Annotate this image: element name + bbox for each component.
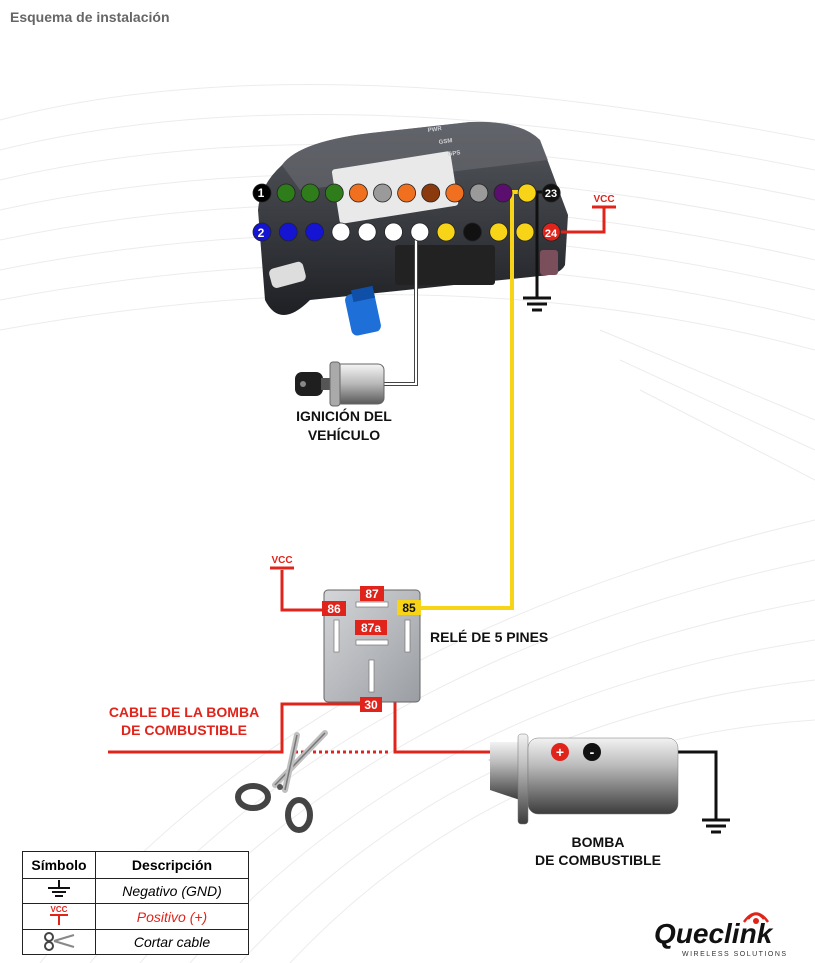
wire-pin-dot: [324, 183, 344, 203]
pin-row-top: [252, 183, 561, 203]
legend-header: Símbolo Descripción: [22, 851, 249, 879]
wire-pin-dot: [469, 183, 489, 203]
pin-23-label: 23: [545, 188, 557, 200]
relay-5-pin: 87 86 85 87a 30: [322, 586, 421, 712]
wire-pin-dot: [305, 222, 325, 242]
legend-header-description: Descripción: [95, 851, 249, 879]
svg-text:VCC: VCC: [51, 905, 68, 914]
page-title: Esquema de instalación: [10, 9, 170, 25]
legend-symbol-cell: VCC: [22, 903, 96, 930]
relay-pin-85: 85: [397, 600, 421, 615]
legend-table: Símbolo Descripción Negativo (GND) VCC P…: [22, 851, 249, 955]
power-connector: [540, 250, 558, 275]
ignition-label-line1: IGNICIÓN DEL: [296, 407, 392, 424]
pin-row-bottom: [252, 222, 561, 242]
wire-pin-dot: [541, 222, 561, 242]
wire-pin-dot: [493, 183, 513, 203]
wire-pin-dot: [462, 222, 482, 242]
wire-pin-dot: [421, 183, 441, 203]
pin-2-label: 2: [258, 226, 265, 240]
legend-row-vcc: VCC Positivo (+): [22, 903, 249, 930]
legend-description-cut: Cortar cable: [95, 929, 249, 955]
relay-pin-87: 87: [360, 586, 384, 601]
legend-description-ground: Negativo (GND): [95, 878, 249, 904]
pump-plus-terminal: +: [556, 744, 564, 760]
fuel-pump: + -: [488, 733, 679, 825]
vcc-symbol-relay: VCC: [270, 555, 294, 570]
svg-text:87a: 87a: [361, 621, 381, 635]
wire-pin-dot: [300, 183, 320, 203]
queclink-logo: Queclink WIRELESS SOLUTIONS: [654, 912, 788, 958]
wire-pin-dot: [278, 222, 298, 242]
indicator-pwr: PWR: [427, 126, 442, 134]
ground-icon: [523, 296, 551, 312]
wire-pin-dot: [436, 222, 456, 242]
wire-pin-dot: [252, 183, 272, 203]
mounting-hole: [269, 261, 306, 288]
legend-description-vcc: Positivo (+): [95, 903, 249, 930]
wire-pin-dot: [276, 183, 296, 203]
ground-icon: [48, 879, 70, 897]
pump-label-line2: DE COMBUSTIBLE: [535, 852, 661, 868]
legend-row-ground: Negativo (GND): [22, 878, 249, 904]
svg-text:86: 86: [327, 602, 341, 616]
wire-pin-dot: [541, 183, 561, 203]
legend-symbol-cell: [22, 929, 96, 955]
pump-minus-terminal: -: [590, 744, 595, 760]
brand-tagline: WIRELESS SOLUTIONS: [682, 951, 788, 958]
pin-1-label: 1: [258, 186, 265, 200]
wire-pin-dot: [357, 222, 377, 242]
vcc-relay-label: VCC: [271, 555, 292, 566]
wire-pin-dot: [373, 183, 392, 203]
vcc-top-label: VCC: [593, 194, 614, 205]
vcc-symbol-top: VCC: [592, 194, 616, 209]
relay-pin-30: 30: [360, 697, 382, 712]
signal-icon: [742, 912, 770, 923]
svg-text:85: 85: [402, 601, 416, 615]
svg-text:30: 30: [364, 698, 378, 712]
device-label-sticker: [331, 151, 459, 224]
relay-title: RELÉ DE 5 PINES: [430, 629, 548, 645]
indicator-gsm: GSM: [438, 138, 452, 146]
ground-icon: [702, 818, 730, 834]
vcc-icon: VCC: [50, 905, 68, 925]
blue-connector: [345, 285, 381, 336]
scissors-icon: [44, 931, 75, 951]
indicator-gps: GPS: [447, 150, 460, 158]
wire-pin-dot: [348, 183, 368, 203]
wire-pin-dot: [384, 222, 403, 242]
scissors-icon: [235, 730, 328, 833]
ignition-label-line2: VEHÍCULO: [308, 427, 380, 443]
gps-tracker-device: PWR GSM GPS: [258, 121, 568, 336]
legend-symbol-cell: [22, 878, 96, 904]
wire-pin-dot: [517, 183, 537, 203]
relay-pin-86: 86: [322, 601, 346, 616]
cable-label-line2: DE COMBUSTIBLE: [121, 722, 247, 738]
relay-pin-87a: 87a: [355, 620, 387, 635]
pump-label-line1: BOMBA: [572, 834, 625, 850]
wire-pin-dot: [410, 222, 430, 242]
wire-pin-dot: [445, 183, 465, 203]
pin-24-label: 24: [545, 228, 558, 240]
wire-pin-dot: [252, 222, 272, 242]
legend-header-symbol: Símbolo: [22, 851, 96, 879]
wire-pin-dot: [331, 222, 351, 242]
device-connector-port: [395, 245, 495, 285]
svg-text:87: 87: [365, 587, 379, 601]
brand-name: Queclink: [654, 918, 774, 949]
ignition-key-icon: [295, 361, 385, 407]
wire-pin-dot: [489, 222, 509, 242]
legend-row-cut: Cortar cable: [22, 929, 249, 955]
wire-pin-dot: [397, 183, 417, 203]
wire-pin-dot: [515, 222, 535, 242]
cable-label-line1: CABLE DE LA BOMBA: [109, 704, 259, 720]
